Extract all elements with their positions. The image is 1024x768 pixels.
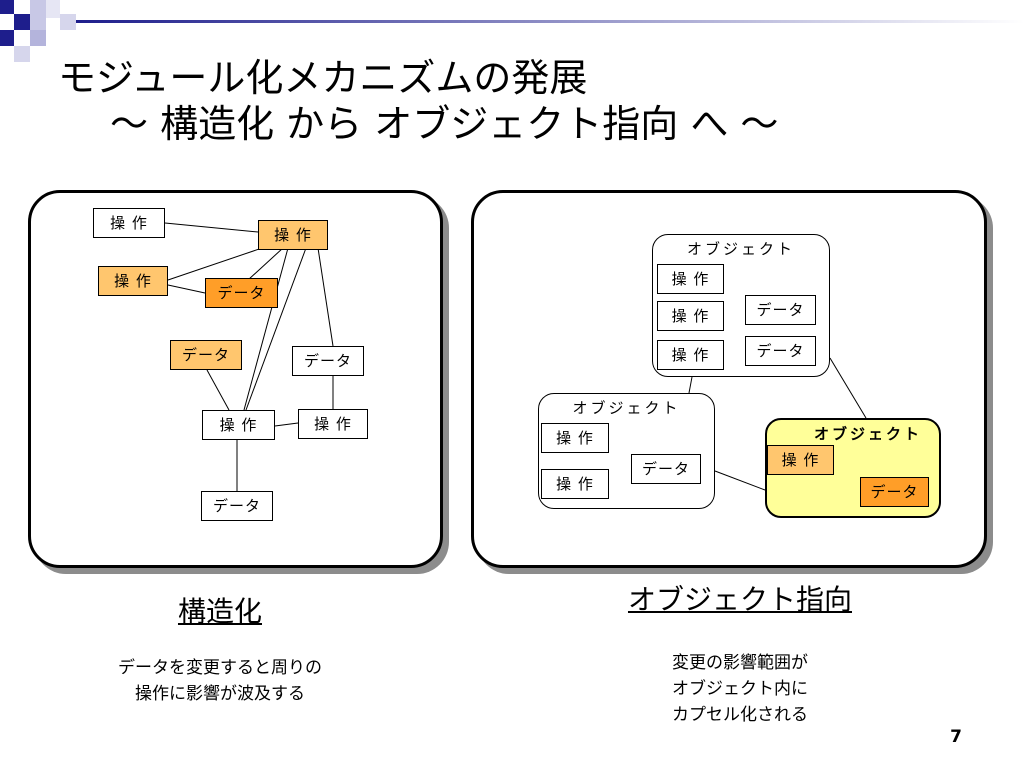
object-top-op-3: 操 作	[657, 340, 724, 370]
object-right-data-1: データ	[860, 477, 929, 507]
object-top-data-1: データ	[745, 295, 816, 325]
object-top-op-1: 操 作	[657, 264, 724, 294]
corner-square-lavender-2	[46, 0, 60, 18]
object-oriented-heading: オブジェクト指向	[627, 583, 852, 616]
title-gradient-bar	[76, 20, 1024, 23]
object-right-op-1: 操 作	[767, 445, 834, 475]
object-left-data-1: データ	[631, 454, 701, 484]
structured-op-top-left: 操 作	[93, 208, 165, 238]
structured-data-mid: データ	[205, 278, 278, 308]
structured-caption-line-2: 操作に影響が波及する	[135, 684, 305, 704]
object-left-op-1: 操 作	[541, 423, 609, 453]
structured-data-right: データ	[292, 346, 364, 376]
object-right-highlighted: オブジェクト 操 作 データ	[765, 418, 941, 518]
structured-op-mid-left: 操 作	[98, 266, 168, 296]
object-oriented-caption-line-3: カプセル化される	[672, 705, 808, 725]
corner-square-navy-2	[14, 14, 30, 30]
object-oriented-caption-line-1: 変更の影響範囲が	[672, 653, 808, 673]
corner-square-lavender-4	[60, 14, 76, 30]
corner-square-lavender-5	[14, 46, 30, 62]
structured-op-top-right: 操 作	[258, 220, 328, 250]
structured-data-left: データ	[170, 340, 242, 370]
object-left-label: オブジェクト	[572, 399, 681, 417]
object-top-op-2: 操 作	[657, 301, 724, 331]
corner-square-lavender-1	[30, 0, 46, 30]
structured-heading: 構造化	[177, 595, 262, 628]
corner-square-navy-1	[0, 0, 14, 14]
corner-square-navy-3	[0, 30, 14, 46]
object-oriented-caption: 変更の影響範囲が オブジェクト内に カプセル化される	[620, 650, 860, 728]
title-line-1: モジュール化メカニズムの発展	[58, 56, 588, 100]
structured-op-center: 操 作	[202, 410, 275, 440]
object-top-data-2: データ	[745, 336, 816, 366]
object-left-op-2: 操 作	[541, 469, 609, 499]
object-top: オブジェクト 操 作 操 作 操 作 データ データ	[652, 234, 830, 377]
slide-title: モジュール化メカニズムの発展 ～ 構造化 から オブジェクト指向 へ ～	[58, 55, 778, 147]
object-right-label: オブジェクト	[813, 425, 922, 443]
object-left: オブジェクト 操 作 操 作 データ	[538, 393, 715, 509]
corner-square-lavender-3	[30, 30, 46, 46]
structured-op-right: 操 作	[298, 409, 368, 439]
structured-data-bottom: データ	[201, 491, 273, 521]
title-line-2: ～ 構造化 から オブジェクト指向 へ ～	[110, 102, 779, 146]
page-number: 7	[950, 727, 962, 747]
object-top-label: オブジェクト	[686, 240, 795, 258]
structured-caption-line-1: データを変更すると周りの	[118, 658, 322, 678]
object-oriented-caption-line-2: オブジェクト内に	[672, 679, 808, 699]
structured-caption: データを変更すると周りの 操作に影響が波及する	[80, 655, 360, 707]
